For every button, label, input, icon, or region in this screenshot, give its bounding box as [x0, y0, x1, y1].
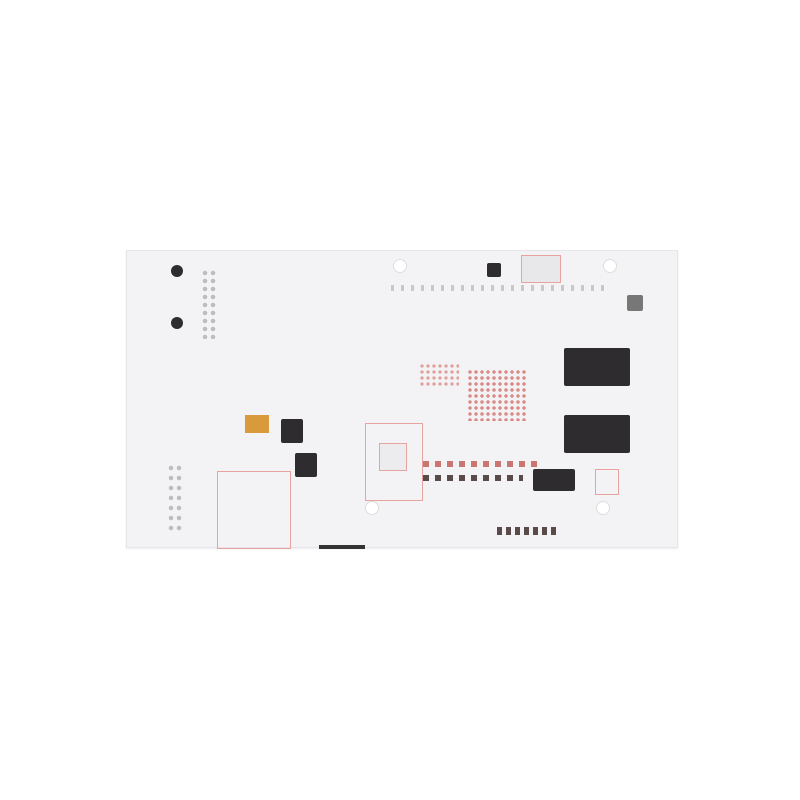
power-ic — [295, 453, 317, 477]
soc-footprint — [365, 423, 423, 501]
memory-chip — [564, 415, 630, 453]
header-pads — [391, 285, 611, 291]
mounting-hole — [603, 259, 617, 273]
bga-pads — [467, 369, 527, 421]
soic-chip — [533, 469, 575, 491]
soc-center — [379, 443, 407, 471]
resistor-row — [497, 527, 557, 535]
usb-connector — [521, 255, 561, 283]
sd-card-footprint — [217, 471, 291, 549]
mounting-hole — [365, 501, 379, 515]
resistor-row — [423, 475, 523, 481]
mounting-hole — [393, 259, 407, 273]
capacitor — [245, 415, 269, 433]
bottom-connector — [319, 545, 365, 549]
small-chip — [487, 263, 501, 277]
weee-recycling-mark — [595, 469, 619, 495]
small-chip — [627, 295, 643, 311]
memory-chip — [564, 348, 630, 386]
transistor — [171, 265, 183, 277]
resistor-row — [423, 461, 543, 467]
via-column — [201, 269, 217, 339]
pcb-board — [126, 250, 678, 549]
via-column — [167, 463, 183, 533]
bga-pads — [419, 363, 459, 387]
power-ic — [281, 419, 303, 443]
transistor — [171, 317, 183, 329]
mounting-hole — [596, 501, 610, 515]
